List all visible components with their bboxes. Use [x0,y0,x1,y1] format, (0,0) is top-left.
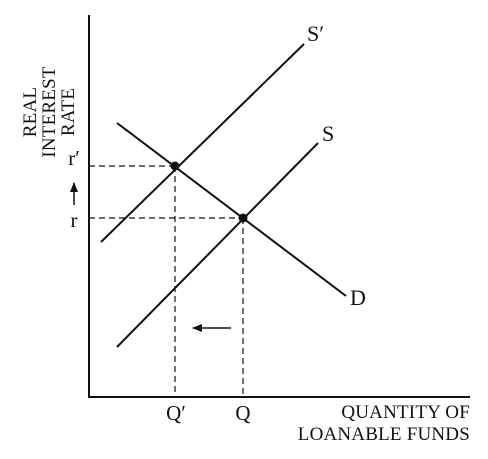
x-axis-title-line-2: LOANABLE FUNDS [298,424,470,445]
y-axis-title-line-1: REAL [20,87,41,137]
label-supply-shifted: S′ [307,21,324,46]
tick-q: Q [235,401,250,425]
demand-curve [116,122,347,297]
y-axis-title: REAL INTEREST RATE [20,66,79,158]
tick-r-prime: r′ [68,146,80,170]
tick-q-prime: Q′ [166,401,186,425]
label-supply: S [322,121,334,146]
label-demand: D [350,285,366,310]
supply-shifted-curve [100,43,305,243]
y-axis-title-line-2: INTEREST [39,66,60,158]
original-equilibrium-point [238,213,248,223]
y-axis-title-line-3: RATE [58,88,79,136]
x-axis-title-line-1: QUANTITY OF [341,402,470,423]
new-equilibrium-point [170,161,180,171]
tick-r: r [71,208,78,232]
supply-curve [116,142,319,348]
